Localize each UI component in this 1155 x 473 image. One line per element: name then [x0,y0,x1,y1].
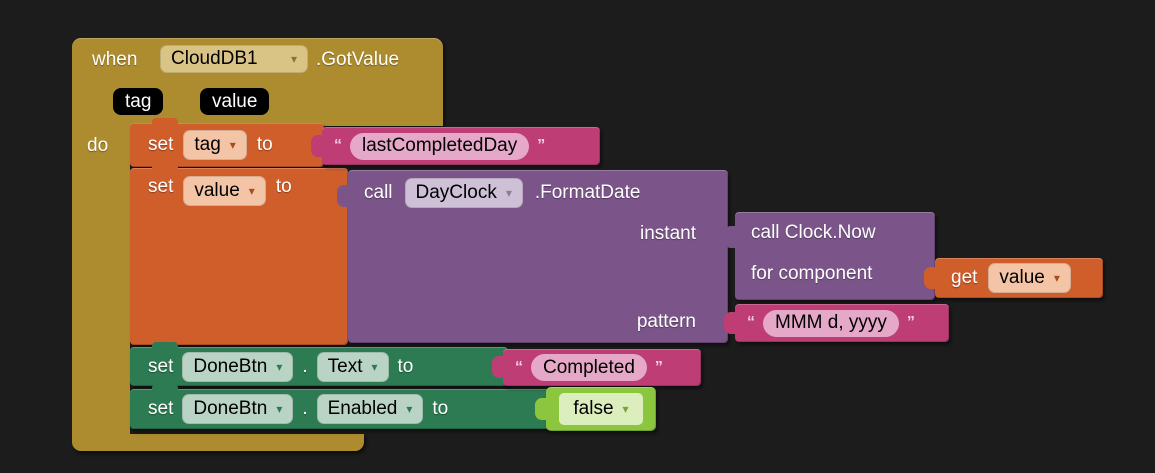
open-quote: “ [515,358,523,376]
arg-instant-label: instant [640,223,696,244]
dropdown-arrow-icon: ▾ [248,184,255,198]
property-dropdown[interactable]: Text ▾ [316,351,389,382]
variable-dropdown[interactable]: value ▾ [183,176,266,206]
component-dropdown[interactable]: DoneBtn ▾ [182,394,294,424]
dropdown-value: DoneBtn [193,398,268,419]
to-keyword: to [397,355,414,377]
get-value-block[interactable]: get value ▾ [924,258,1103,298]
text-string-block[interactable]: “ lastCompletedDay ” [311,127,600,165]
set-value-block[interactable]: set value ▾ to [130,163,348,345]
call-formatdate-block[interactable]: call DayClock ▾ .FormatDate instant patt… [337,170,728,343]
text-input[interactable]: MMM d, yyyy [763,309,899,337]
call-keyword: call [364,182,393,203]
logic-false-block[interactable]: false ▾ [535,387,656,431]
dropdown-value: DoneBtn [193,355,268,377]
set-donebtn-enabled-block[interactable]: set DoneBtn ▾ . Enabled ▾ to [130,384,550,429]
dropdown-value: Enabled [327,398,398,419]
text-string-block[interactable]: “ MMM d, yyyy ” [724,304,949,342]
dropdown-arrow-icon: ▾ [229,138,236,152]
close-quote: ” [537,137,546,154]
arg-pattern-label: pattern [636,311,696,332]
dropdown-arrow-icon: ▾ [505,186,512,200]
dropdown-arrow-icon: ▾ [406,402,413,416]
text-input[interactable]: Completed [531,354,647,381]
component-dropdown[interactable]: DayClock ▾ [404,178,523,208]
dropdown-arrow-icon: ▾ [1053,271,1060,285]
event-param-tag[interactable]: tag [113,88,164,115]
dropdown-value: Text [327,355,363,377]
open-quote: “ [747,314,755,331]
component-dropdown[interactable]: DoneBtn ▾ [182,351,294,382]
open-quote: “ [334,137,342,154]
call-clock-now-block[interactable]: call Clock.Now for component [724,212,935,300]
close-quote: ” [654,358,663,376]
dropdown-arrow-icon: ▾ [371,359,378,374]
event-param-value[interactable]: value [200,88,270,115]
dropdown-value: value [999,267,1045,288]
to-keyword: to [256,134,273,155]
variable-dropdown[interactable]: value ▾ [988,263,1071,293]
set-tag-block[interactable]: set tag ▾ to [130,118,324,167]
logic-dropdown[interactable]: false ▾ [559,393,643,425]
dropdown-arrow-icon: ▾ [290,52,297,66]
to-keyword: to [432,398,449,419]
event-name-label: .GotValue [316,49,400,70]
set-keyword: set [148,176,174,197]
call-clock-now-label: call Clock.Now [751,222,876,243]
set-donebtn-text-block[interactable]: set DoneBtn ▾ . Text ▾ to [130,342,508,386]
dot-label: . [302,398,308,419]
set-keyword: set [148,134,174,155]
method-name-label: .FormatDate [534,182,641,203]
dropdown-value: false [573,398,614,419]
text-string-block[interactable]: “ Completed ” [492,349,701,386]
dropdown-value: CloudDB1 [171,48,258,69]
text-input[interactable]: lastCompletedDay [350,132,530,160]
when-event-block-left-edge[interactable]: do [72,126,130,434]
set-keyword: set [148,398,174,419]
component-dropdown[interactable]: CloudDB1 ▾ [160,45,308,73]
dot-label: . [302,355,308,377]
get-keyword: get [951,267,978,288]
when-keyword: when [92,49,138,70]
close-quote: ” [906,314,915,331]
when-event-block[interactable]: when CloudDB1 ▾ .GotValue tag value [72,38,443,126]
variable-dropdown[interactable]: tag ▾ [183,130,247,160]
do-label: do [87,135,109,156]
when-event-block-bottom-edge[interactable] [72,434,364,451]
dropdown-value: value [194,180,240,201]
arg-for-component-label: for component [751,263,873,284]
dropdown-value: tag [194,134,221,155]
set-keyword: set [148,355,174,377]
dropdown-arrow-icon: ▾ [276,402,283,416]
property-dropdown[interactable]: Enabled ▾ [316,394,424,424]
to-keyword: to [275,176,292,197]
dropdown-arrow-icon: ▾ [276,359,283,374]
dropdown-value: DayClock [415,182,497,203]
dropdown-arrow-icon: ▾ [622,402,629,416]
